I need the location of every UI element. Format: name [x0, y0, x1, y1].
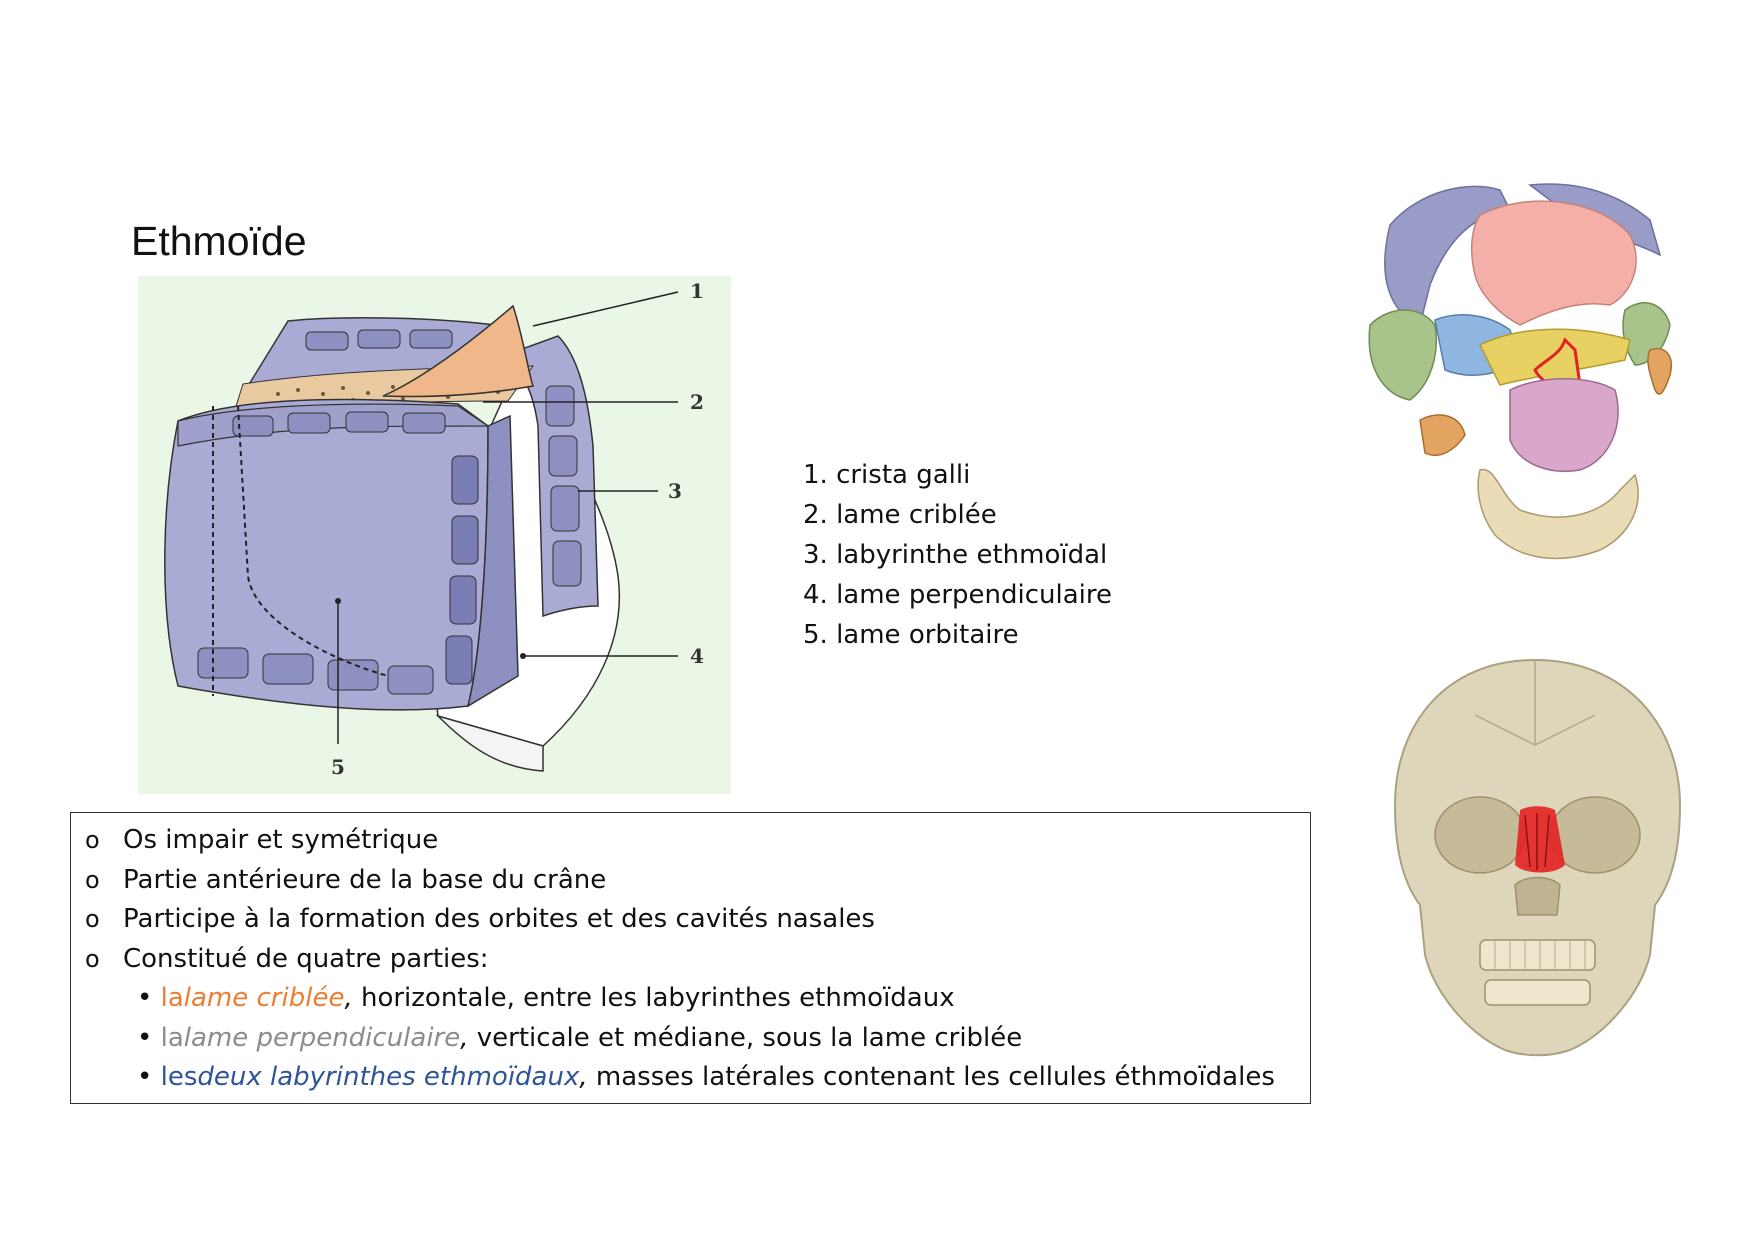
legend-item: 5. lame orbitaire — [803, 620, 1019, 650]
bullet-circle-icon: o — [85, 826, 100, 854]
sub-bullet-item-perpendicular: • la lame perpendiculaire, verticale et … — [85, 1019, 1310, 1059]
summary-box: o Os impair et symétrique o Partie antér… — [70, 812, 1311, 1104]
bullet-circle-icon: o — [85, 865, 100, 894]
callout-2: 2 — [690, 390, 704, 414]
skull-front-image — [1393, 658, 1682, 1057]
sub-bullet-item-cribriform: • la lame criblée, horizontale, entre le… — [85, 979, 1310, 1019]
legend-item: 2. lame criblée — [803, 500, 997, 530]
sub-bullet-icon: • — [137, 1022, 153, 1053]
bullet-item: o Partie antérieure de la base du crâne — [85, 861, 1310, 901]
page-title: Ethmoïde — [131, 218, 307, 264]
exploded-skull-image — [1368, 183, 1672, 560]
bullet-circle-icon: o — [85, 905, 100, 933]
callout-4: 4 — [690, 644, 704, 668]
callout-1: 1 — [690, 279, 704, 303]
bullet-item: o Participe à la formation des orbites e… — [85, 900, 1310, 940]
legend-item: 1. crista galli — [803, 460, 971, 490]
diagram-legend: 1. crista galli 2. lame criblée 3. labyr… — [803, 455, 1112, 655]
legend-item: 3. labyrinthe ethmoïdal — [803, 540, 1108, 570]
callout-3: 3 — [668, 479, 682, 503]
sub-bullet-icon: • — [137, 1062, 153, 1092]
bullet-item: o Constitué de quatre parties: — [85, 940, 1310, 980]
ethmoid-diagram: 1 2 3 4 5 — [138, 276, 731, 794]
sub-bullet-item-labyrinths: • les deux labyrinthes ethmoïdaux, masse… — [85, 1058, 1310, 1098]
bullet-circle-icon: o — [85, 944, 100, 973]
sub-bullet-icon: • — [137, 983, 153, 1013]
bullet-item: o Os impair et symétrique — [85, 821, 1310, 861]
legend-item: 4. lame perpendiculaire — [803, 580, 1112, 610]
callout-5: 5 — [331, 755, 345, 779]
